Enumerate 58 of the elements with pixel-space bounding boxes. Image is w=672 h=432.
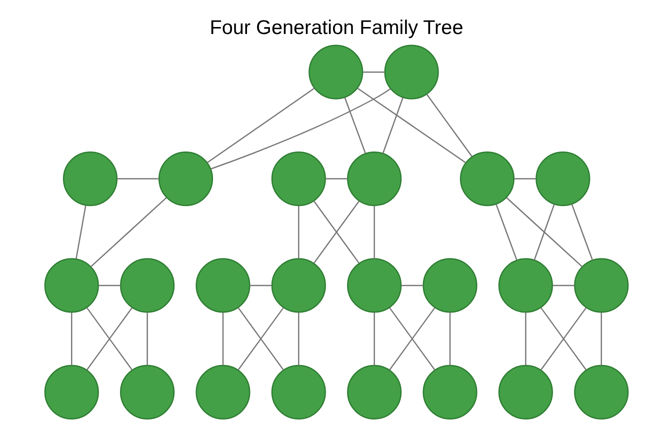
connector	[75, 205, 86, 259]
connector	[250, 284, 272, 286]
connector	[237, 307, 284, 370]
connector	[388, 307, 435, 370]
connector	[90, 197, 166, 268]
connector	[524, 312, 526, 366]
connector	[312, 200, 360, 264]
connector	[298, 206, 299, 259]
node-circle	[498, 258, 552, 313]
node-circle	[346, 152, 402, 206]
connector	[533, 204, 554, 260]
connector	[116, 178, 158, 180]
node-circle	[422, 258, 477, 313]
connector	[373, 312, 374, 366]
node-circle	[346, 258, 402, 313]
node-circle	[535, 152, 590, 206]
connector	[506, 197, 582, 268]
connector	[325, 178, 347, 180]
node-circle	[574, 364, 628, 420]
connector	[210, 88, 390, 170]
node-circle	[195, 364, 250, 420]
node-circle	[308, 44, 363, 100]
node-circle	[270, 152, 326, 206]
connector	[600, 312, 602, 366]
connector	[495, 204, 517, 260]
node-circle	[459, 152, 514, 206]
node-circle	[574, 258, 628, 313]
node-circle	[384, 44, 438, 100]
connector	[344, 97, 366, 154]
connector	[570, 204, 593, 260]
connector	[552, 284, 574, 286]
connector	[426, 94, 472, 157]
node-circle	[44, 364, 98, 420]
node-circle	[498, 364, 552, 420]
node-circle	[120, 258, 174, 313]
connector	[362, 71, 384, 73]
connector	[401, 284, 423, 286]
connector	[206, 88, 314, 164]
connector	[146, 312, 148, 366]
connector	[98, 284, 120, 286]
connector	[448, 312, 450, 366]
node-circle	[120, 364, 174, 420]
node-circle	[422, 364, 477, 420]
connector	[382, 97, 403, 154]
node-circle	[44, 258, 98, 313]
connector	[70, 312, 72, 366]
connector	[356, 88, 466, 164]
node-circle	[346, 364, 402, 420]
connector	[373, 206, 374, 259]
node-circle	[270, 364, 326, 420]
node-circle	[270, 258, 326, 313]
diagram-title: Four Generation Family Tree	[209, 17, 463, 40]
node-circle	[195, 258, 250, 313]
connector	[298, 312, 299, 366]
node-circle	[62, 152, 118, 206]
connector	[222, 312, 224, 366]
node-circle	[158, 152, 213, 206]
connector	[514, 178, 536, 180]
